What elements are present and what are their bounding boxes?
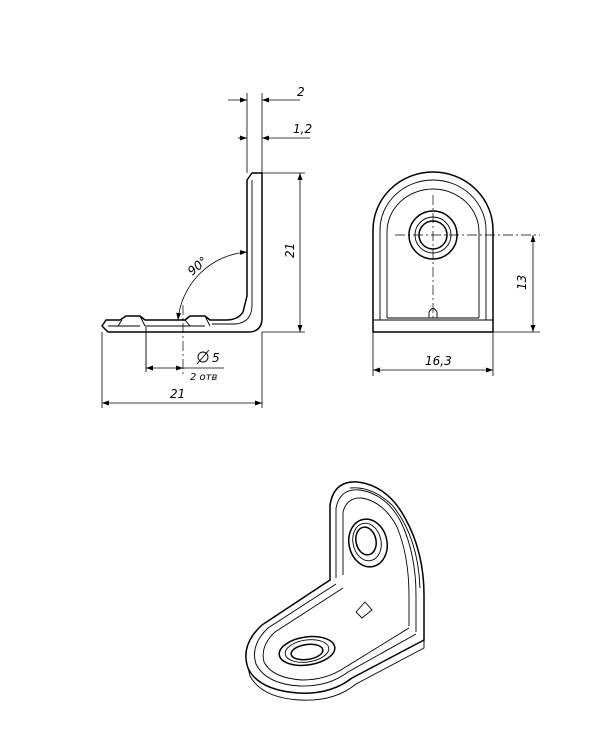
iso-base-outer	[245, 579, 425, 694]
iso-rib	[355, 601, 373, 619]
iso-base-hole-inner	[290, 643, 324, 661]
dim-label-21-horizontal: 21	[170, 387, 185, 401]
dim-label-16-3: 16,3	[425, 354, 452, 368]
iso-flange-hole-inner	[355, 526, 377, 556]
iso-flange-hole-mid	[352, 522, 382, 562]
iso-flange-inner	[342, 497, 410, 626]
side-view: 2 1,2 21 90° 5 2 отв 21	[101, 85, 312, 408]
iso-flange-thickness	[349, 487, 421, 589]
dim-label-2: 2	[297, 85, 305, 99]
front-view-outline-inner	[386, 188, 480, 318]
iso-base-hole-outer	[278, 635, 336, 667]
front-view-outline-mid	[379, 179, 487, 320]
dim-angle-arc	[176, 250, 248, 321]
dim-label-21-vertical: 21	[283, 243, 297, 258]
front-view-outline-outer	[372, 171, 494, 333]
dim-label-hole-count: 2 отв	[190, 372, 217, 383]
side-view-countersink	[117, 315, 211, 327]
side-view-profile-outer	[101, 172, 263, 333]
iso-base-edge	[247, 640, 425, 701]
iso-base-hole-mid	[284, 639, 330, 663]
iso-base-mid	[254, 583, 417, 687]
front-view: 13 16,3	[372, 171, 540, 376]
iso-base-inner	[262, 587, 410, 681]
iso-flange-outer	[329, 481, 425, 641]
diameter-symbol-icon	[196, 349, 210, 365]
iso-flange-hole-outer	[348, 518, 388, 568]
side-view-bend-inner	[212, 180, 253, 325]
iso-flange-mid	[335, 489, 417, 632]
dim-label-13: 13	[515, 275, 529, 290]
dim-label-1-2: 1,2	[293, 122, 312, 136]
dim-label-angle: 90°	[185, 254, 210, 278]
isometric-view	[245, 481, 425, 701]
dim-label-diameter: 5	[212, 351, 220, 365]
